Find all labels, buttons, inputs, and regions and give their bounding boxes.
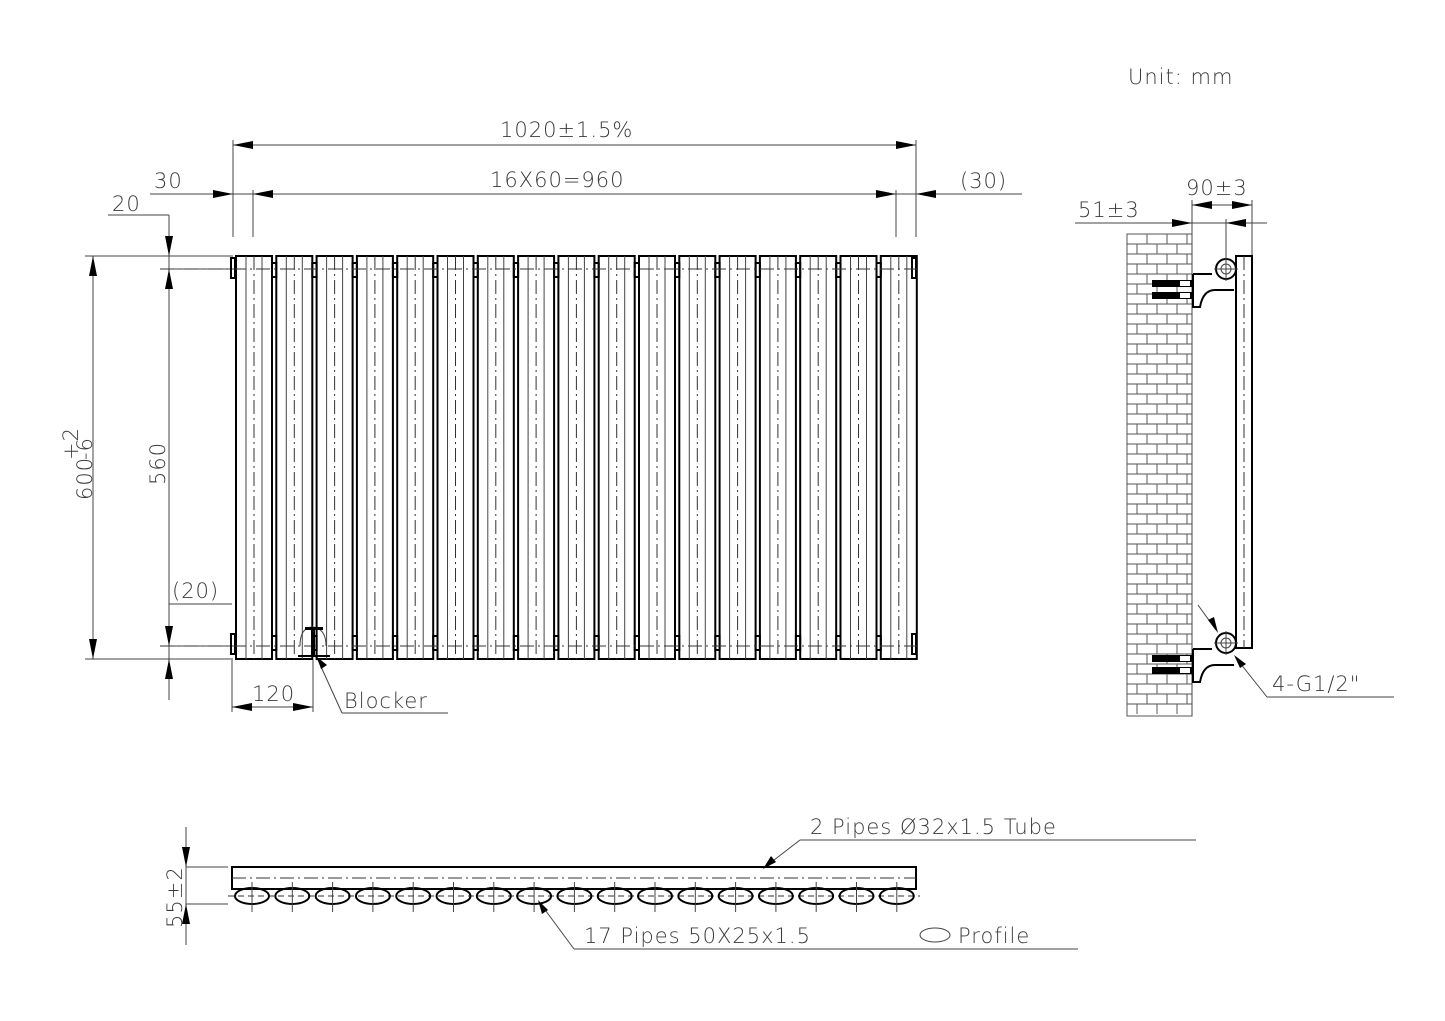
profile-pipe <box>798 882 835 912</box>
tube <box>758 255 802 660</box>
profile-pipe <box>516 882 553 912</box>
profile-pipe <box>435 882 472 912</box>
left-offset-label: 30 <box>154 169 183 193</box>
tube <box>799 255 842 660</box>
oval-profile-icon <box>919 927 951 943</box>
right-offset-label: (30) <box>960 169 1007 193</box>
side-view: 51±3 90±3 <box>1075 176 1394 717</box>
wall-bricks <box>1126 233 1192 714</box>
header-tube-label: 2 Pipes Ø32x1.5 Tube <box>810 815 1057 839</box>
profile-pipes <box>234 882 915 912</box>
tube <box>436 255 479 660</box>
top-view: 55±2 2 Pipes Ø32x1.5 Tube 17 Pipes 50X25… <box>163 815 1196 950</box>
arrow-icon <box>233 141 253 149</box>
centres-height-label: 560 <box>146 442 170 485</box>
profile-pipe <box>637 882 673 912</box>
profile-pipe <box>596 882 633 912</box>
depth-label: 90±3 <box>1186 176 1248 200</box>
profile-pipe <box>475 882 512 912</box>
overall-height-label: 600 <box>73 457 97 500</box>
wall-bracket-icon <box>1192 648 1234 683</box>
tube <box>315 255 358 660</box>
radiator-tubes <box>230 255 918 660</box>
tube <box>557 255 600 660</box>
tube <box>718 255 761 660</box>
bottom-offset-label: (20) <box>172 579 219 603</box>
tube <box>235 255 278 660</box>
tube <box>517 255 560 660</box>
connection-label: 4-G1/2" <box>1272 672 1360 696</box>
blocker-label: Blocker <box>344 689 428 713</box>
wall-bracket-icon <box>1192 273 1234 308</box>
tube <box>355 255 399 660</box>
profile-label: 17 Pipes 50X25x1.5 <box>584 924 811 948</box>
tube <box>678 255 721 660</box>
profile-pipe <box>314 882 351 912</box>
profile-pipe <box>757 882 794 912</box>
profile-pipe <box>556 882 593 912</box>
front-view: 1020±1.5% 16X60=960 30 (30) 20 600 +2 -6 <box>59 118 1022 714</box>
tube <box>396 255 439 660</box>
top-offset-label: 20 <box>112 192 141 216</box>
arrow-icon <box>896 141 916 149</box>
profile-pipe <box>717 882 754 912</box>
tube <box>638 255 681 660</box>
tube <box>275 255 318 660</box>
wall-plug-icon <box>1152 655 1192 674</box>
tube <box>597 255 641 660</box>
profile-pipe <box>395 882 432 912</box>
overall-width-label: 1020±1.5% <box>500 118 633 142</box>
tube <box>879 255 918 660</box>
tube-pitch-label: 16X60=960 <box>490 168 625 192</box>
profile-pipe <box>838 882 875 912</box>
top-depth-label: 55±2 <box>163 866 187 928</box>
profile-pipe <box>878 882 915 912</box>
profile-suffix-label: Profile <box>958 924 1030 948</box>
height-tol-lower: -6 <box>73 437 97 460</box>
profile-pipe <box>354 882 391 912</box>
tube <box>839 255 882 660</box>
blocker-distance-label: 120 <box>252 682 295 706</box>
profile-pipe <box>274 882 311 912</box>
tube <box>476 255 520 660</box>
profile-pipe <box>234 882 270 912</box>
wall-gap-label: 51±3 <box>1078 198 1140 222</box>
height-tol-upper: +2 <box>59 427 83 460</box>
unit-label: Unit: mm <box>1128 65 1233 89</box>
profile-pipe <box>677 882 714 912</box>
wall-plug-icon <box>1152 280 1192 299</box>
